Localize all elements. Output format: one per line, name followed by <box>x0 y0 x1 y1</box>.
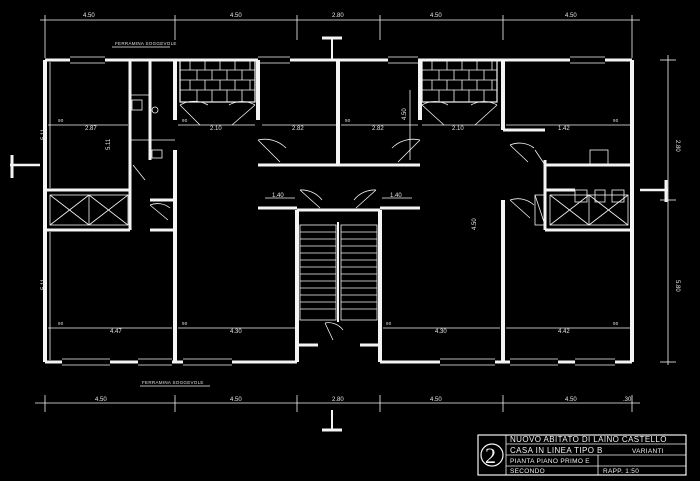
title-number: 2 <box>485 443 496 468</box>
svg-text:90: 90 <box>613 118 619 123</box>
title-project: NUOVO ABITATO DI LAINO CASTELLO <box>510 435 667 444</box>
room-dimensions: 2.87 2.10 2.82 2.82 2.10 1.42 4.47 4.30 … <box>41 62 630 360</box>
svg-text:90: 90 <box>345 118 351 123</box>
svg-text:5.11: 5.11 <box>106 138 112 150</box>
svg-text:90: 90 <box>182 118 188 123</box>
top-dim-5: 4.50 <box>565 13 577 19</box>
right-dim-bottom: 5.80 <box>674 280 680 292</box>
room-dim-v1: 5.11 <box>41 128 47 140</box>
staircase <box>299 222 378 322</box>
bottom-dim-3: 2.80 <box>332 397 344 403</box>
tiled-balcony-left <box>179 59 256 103</box>
room-dim-5: 2.10 <box>452 126 464 132</box>
bathroom-fixtures <box>131 99 625 203</box>
height-marks: 90 90 90 90 90 90 90 90 <box>58 118 619 326</box>
section-marker-bottom <box>322 410 342 432</box>
room-dim-10: 4.42 <box>558 329 570 335</box>
right-dimension-chain: 2.80 5.80 <box>660 55 680 365</box>
svg-text:90: 90 <box>58 118 64 123</box>
title-block: 2 NUOVO ABITATO DI LAINO CASTELLO CASA I… <box>477 434 687 476</box>
wardrobe-right <box>534 194 629 226</box>
bottom-dimension-chain: 4.50 4.50 2.80 4.50 4.50 .30 <box>35 395 640 412</box>
room-dim-3: 2.82 <box>292 126 304 132</box>
title-scale: RAPP. 1:50 <box>603 468 639 475</box>
section-marker-left <box>10 155 40 178</box>
top-dimension-chain: 4.50 4.50 2.80 4.50 4.50 <box>40 13 640 58</box>
room-dim-2: 2.10 <box>210 126 222 132</box>
landing-dim-1: 1.40 <box>272 193 284 199</box>
svg-text:90: 90 <box>58 321 64 326</box>
svg-text:90: 90 <box>386 321 392 326</box>
svg-text:90: 90 <box>182 321 188 326</box>
room-dim-9: 4.30 <box>435 329 447 335</box>
bottom-dim-4: 4.50 <box>430 397 442 403</box>
right-dim-top: 2.80 <box>674 140 680 152</box>
bottom-dim-5: 4.50 <box>565 397 577 403</box>
title-plan2: SECONDO <box>510 468 545 475</box>
landing-dim-2: 1.40 <box>390 193 402 199</box>
top-dim-1: 4.50 <box>83 13 95 19</box>
section-marker-top <box>322 36 342 60</box>
title-variant: VARIANTI <box>632 448 664 455</box>
wardrobe-left <box>49 194 129 226</box>
door-swings <box>132 100 546 341</box>
stair-dim-1: 4.50 <box>402 108 408 120</box>
room-dim-8: 4.30 <box>230 329 242 335</box>
stair-dim-2: 4.50 <box>472 218 478 230</box>
tiled-balcony-right <box>421 59 498 103</box>
section-marker-right <box>640 180 668 202</box>
room-dim-7: 4.47 <box>110 329 122 335</box>
title-type: CASA IN LINEA TIPO B <box>510 446 603 455</box>
bottom-dim-1: 4.50 <box>95 397 107 403</box>
room-dim-v2: 5.11 <box>41 278 47 290</box>
label-top-sill: FERRAMINA SOGGEVOLE <box>115 41 177 46</box>
label-bottom-sill: FERRAMINA SOGGEVOLE <box>142 380 204 385</box>
room-dim-1: 2.87 <box>85 126 97 132</box>
room-dim-6: 1.42 <box>558 126 570 132</box>
bottom-dim-2: 4.50 <box>230 397 242 403</box>
room-dim-4: 2.82 <box>372 126 384 132</box>
top-dim-2: 4.50 <box>230 13 242 19</box>
top-dim-4: 4.50 <box>430 13 442 19</box>
svg-text:.30: .30 <box>623 397 632 403</box>
svg-text:90: 90 <box>613 321 619 326</box>
top-dim-3: 2.80 <box>332 13 344 19</box>
title-plan: PIANTA PIANO PRIMO E <box>510 458 590 465</box>
